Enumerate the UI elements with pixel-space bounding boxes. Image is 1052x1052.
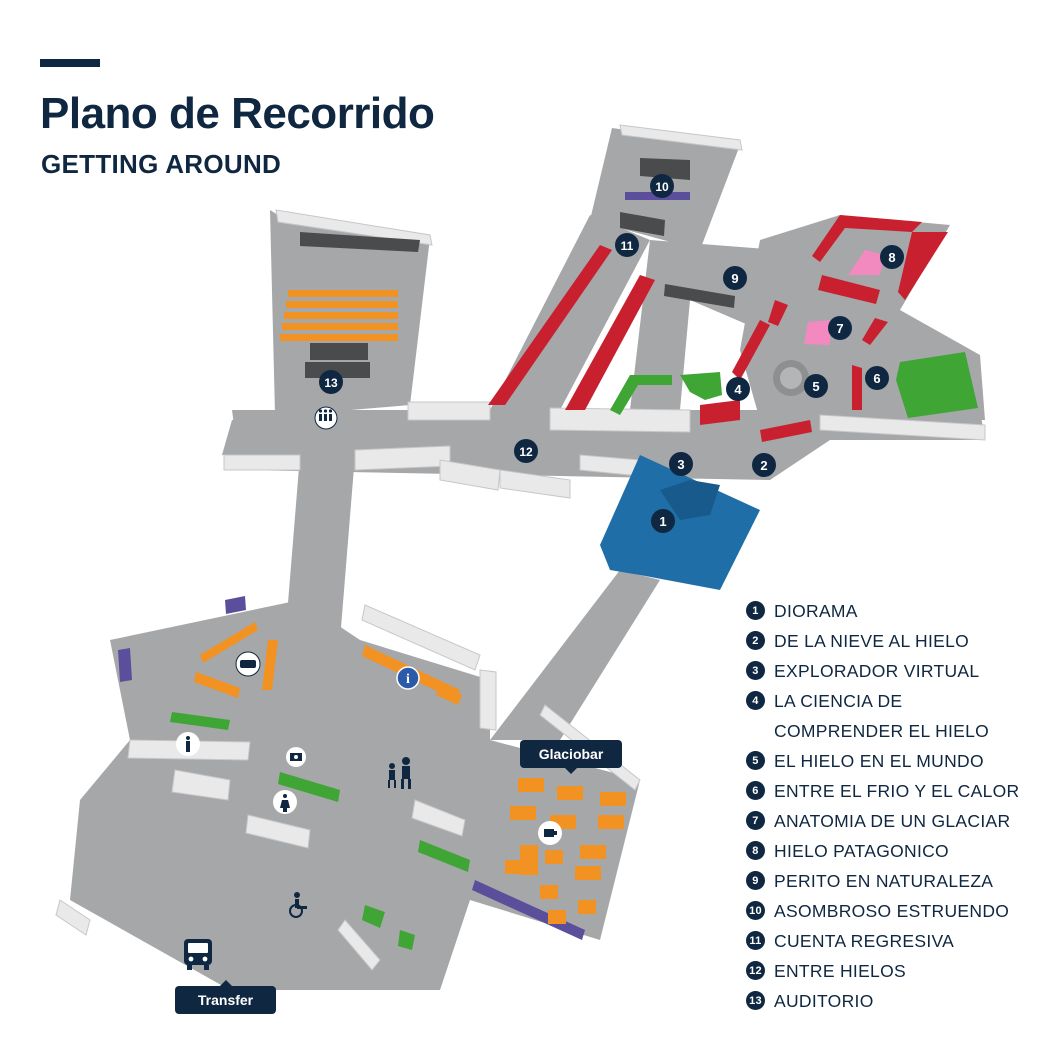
svg-text:4: 4 — [734, 382, 742, 397]
legend-item: 7 ANATOMIA DE UN GLACIAR — [746, 806, 1034, 836]
auditorium-icon[interactable] — [314, 406, 338, 430]
legend-item: 5 EL HIELO EN EL MUNDO — [746, 746, 1034, 776]
legend-item: 4 LA CIENCIA DE COMPRENDER EL HIELO — [746, 686, 1034, 746]
marker-9[interactable]: 9 — [723, 266, 747, 290]
svg-text:1: 1 — [659, 514, 666, 529]
legend-label: ASOMBROSO ESTRUENDO — [774, 901, 1010, 921]
legend-item: 2 DE LA NIEVE AL HIELO — [746, 626, 1034, 656]
ticket-icon[interactable] — [235, 651, 261, 677]
svg-text:3: 3 — [677, 457, 684, 472]
marker-4[interactable]: 4 — [726, 377, 750, 401]
legend-number: 8 — [746, 841, 765, 860]
legend-label: ENTRE EL FRIO Y EL CALOR — [774, 781, 1020, 801]
legend-number: 10 — [746, 901, 765, 920]
legend-label: ANATOMIA DE UN GLACIAR — [774, 811, 1011, 831]
photo-icon[interactable] — [286, 747, 306, 767]
legend-number: 7 — [746, 811, 765, 830]
legend-number: 5 — [746, 751, 765, 770]
legend-label: EL HIELO EN EL MUNDO — [774, 751, 984, 771]
svg-text:7: 7 — [836, 321, 843, 336]
cafe-icon[interactable] — [538, 821, 562, 845]
legend-item: 13 AUDITORIO — [746, 986, 1034, 1016]
legend-label: LA CIENCIA DE COMPRENDER EL HIELO — [774, 691, 990, 741]
legend-number: 1 — [746, 601, 765, 620]
legend-label: HIELO PATAGONICO — [774, 841, 949, 861]
page-subtitle: GETTING AROUND — [41, 149, 282, 179]
marker-11[interactable]: 11 — [615, 233, 639, 257]
numbered-markers: 1 2 3 4 5 6 7 8 9 10 11 12 13 — [319, 174, 904, 533]
page-title: Plano de Recorrido — [40, 89, 435, 138]
globe-exhibit — [773, 360, 809, 396]
svg-text:13: 13 — [324, 376, 338, 390]
legend-label: CUENTA REGRESIVA — [774, 931, 955, 951]
svg-text:10: 10 — [655, 180, 669, 194]
legend-number: 9 — [746, 871, 765, 890]
svg-text:8: 8 — [888, 250, 895, 265]
legend-number: 3 — [746, 661, 765, 680]
marker-12[interactable]: 12 — [514, 439, 538, 463]
legend-item: 6 ENTRE EL FRIO Y EL CALOR — [746, 776, 1034, 806]
legend-number: 12 — [746, 961, 765, 980]
marker-2[interactable]: 2 — [752, 453, 776, 477]
legend-label: AUDITORIO — [774, 991, 874, 1011]
title-accent-bar — [40, 59, 100, 67]
svg-text:12: 12 — [519, 445, 533, 459]
marker-1[interactable]: 1 — [651, 509, 675, 533]
glaciobar-label[interactable]: Glaciobar — [520, 740, 622, 774]
legend-item: 9 PERITO EN NATURALEZA — [746, 866, 1034, 896]
svg-text:11: 11 — [621, 239, 634, 253]
bus-icon — [184, 939, 212, 970]
marker-3[interactable]: 3 — [669, 452, 693, 476]
svg-text:5: 5 — [812, 379, 819, 394]
svg-text:i: i — [406, 672, 410, 687]
transfer-label[interactable]: Transfer — [175, 980, 276, 1014]
restroom-man-icon[interactable] — [176, 732, 200, 756]
marker-6[interactable]: 6 — [865, 366, 889, 390]
exhibit-legend: 1 DIORAMA 2 DE LA NIEVE AL HIELO 3 EXPLORAD… — [746, 596, 1034, 1016]
dark-partitions — [300, 158, 735, 378]
info-icon[interactable]: i — [396, 666, 420, 690]
auditorium-seats — [280, 290, 398, 341]
legend-label: EXPLORADOR VIRTUAL — [774, 661, 980, 681]
legend-number: 6 — [746, 781, 765, 800]
legend-item: 10 ASOMBROSO ESTRUENDO — [746, 896, 1034, 926]
legend-number: 2 — [746, 631, 765, 650]
legend-number: 13 — [746, 991, 765, 1010]
family-walking-icon — [388, 757, 411, 789]
legend-label: DIORAMA — [774, 601, 858, 621]
svg-text:2: 2 — [760, 458, 767, 473]
marker-5[interactable]: 5 — [804, 374, 828, 398]
marker-7[interactable]: 7 — [828, 316, 852, 340]
legend-number: 11 — [746, 931, 765, 950]
accessible-icon — [289, 892, 307, 918]
legend-label: DE LA NIEVE AL HIELO — [774, 631, 970, 651]
legend-item: 1 DIORAMA — [746, 596, 1034, 626]
legend-label: ENTRE HIELOS — [774, 961, 906, 981]
legend-label: PERITO EN NATURALEZA — [774, 871, 994, 891]
restroom-woman-icon[interactable] — [273, 790, 297, 814]
legend-item: 8 HIELO PATAGONICO — [746, 836, 1034, 866]
legend-item: 11 CUENTA REGRESIVA — [746, 926, 1034, 956]
legend-item: 12 ENTRE HIELOS — [746, 956, 1034, 986]
marker-10[interactable]: 10 — [650, 174, 674, 198]
marker-13[interactable]: 13 — [319, 370, 343, 394]
legend-number: 4 — [746, 691, 765, 710]
exhibit-blue-diorama — [600, 455, 760, 590]
exhibit-red — [488, 215, 948, 442]
legend-item: 3 EXPLORADOR VIRTUAL — [746, 656, 1034, 686]
exhibit-pink — [804, 250, 885, 345]
svg-text:6: 6 — [873, 371, 880, 386]
exhibit-green — [170, 352, 978, 950]
marker-8[interactable]: 8 — [880, 245, 904, 269]
svg-text:9: 9 — [731, 271, 738, 286]
map-icons: i — [176, 406, 562, 918]
